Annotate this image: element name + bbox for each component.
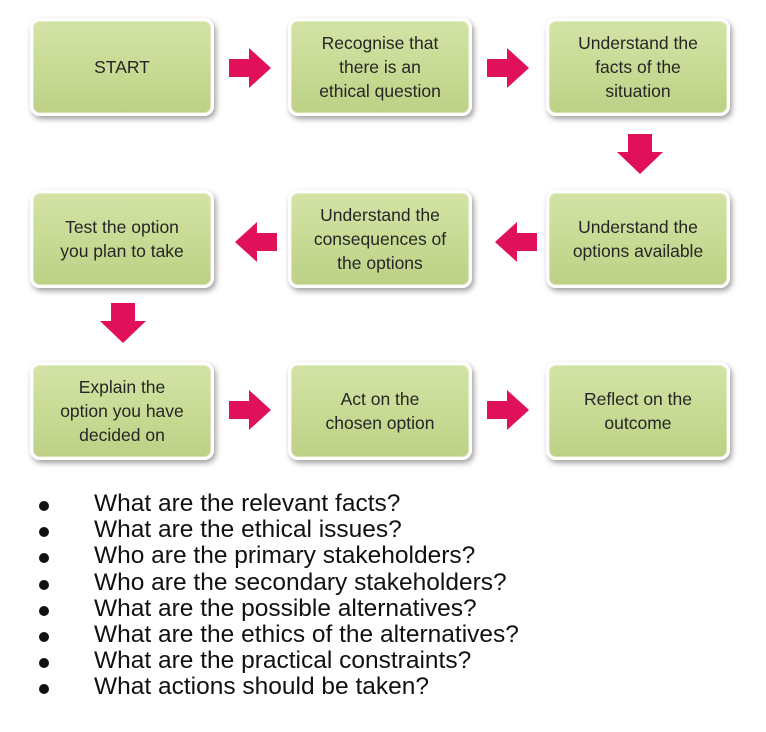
arrow-down-icon bbox=[100, 303, 146, 343]
bullet-icon bbox=[39, 579, 49, 590]
list-item: What actions should be taken? bbox=[22, 674, 742, 700]
step-explain: Explain the option you have decided on bbox=[30, 362, 214, 460]
question-text: Who are the secondary stakeholders? bbox=[94, 568, 507, 596]
step-label: Test the option you plan to take bbox=[60, 217, 184, 261]
step-test: Test the option you plan to take bbox=[30, 190, 214, 288]
bullet-icon bbox=[39, 632, 49, 643]
step-label: Recognise that there is an ethical quest… bbox=[319, 33, 441, 101]
step-label: START bbox=[94, 57, 150, 77]
question-text: What are the possible alternatives? bbox=[94, 594, 477, 622]
question-text: What are the practical constraints? bbox=[94, 647, 472, 675]
question-text: What are the ethical issues? bbox=[94, 516, 402, 544]
arrow-right-icon bbox=[229, 390, 271, 430]
step-act: Act on the chosen option bbox=[288, 362, 472, 460]
list-item: What are the ethical issues? bbox=[22, 517, 742, 543]
question-text: What are the relevant facts? bbox=[94, 490, 401, 517]
bullet-icon bbox=[39, 553, 49, 564]
step-label: Reflect on the outcome bbox=[584, 389, 692, 433]
question-text: What are the ethics of the alternatives? bbox=[94, 621, 519, 649]
step-facts: Understand the facts of the situation bbox=[546, 18, 730, 116]
arrow-right-icon bbox=[487, 48, 529, 88]
list-item: What are the ethics of the alternatives? bbox=[22, 621, 742, 649]
list-item: Who are the primary stakeholders? bbox=[22, 543, 742, 569]
arrow-right-icon bbox=[487, 390, 529, 430]
arrow-down-icon bbox=[617, 134, 663, 174]
arrow-left-icon bbox=[235, 222, 277, 262]
step-label: Understand the facts of the situation bbox=[578, 33, 698, 101]
step-label: Explain the option you have decided on bbox=[60, 377, 184, 445]
question-text: What actions should be taken? bbox=[94, 673, 430, 701]
arrow-left-icon bbox=[495, 222, 537, 262]
bullet-icon bbox=[39, 527, 49, 538]
list-item: Who are the secondary stakeholders? bbox=[22, 568, 742, 596]
flowchart: START Recognise that there is an ethical… bbox=[30, 18, 730, 460]
step-consequences: Understand the consequences of the optio… bbox=[288, 190, 472, 288]
arrow-right-icon bbox=[229, 48, 271, 88]
step-options: Understand the options available bbox=[546, 190, 730, 288]
question-text: Who are the primary stakeholders? bbox=[94, 542, 476, 570]
list-item: What are the relevant facts? bbox=[22, 490, 742, 517]
step-recognise: Recognise that there is an ethical quest… bbox=[288, 18, 472, 116]
step-start: START bbox=[30, 18, 214, 116]
questions-list: What are the relevant facts? What are th… bbox=[22, 490, 742, 701]
list-item: What are the possible alternatives? bbox=[22, 594, 742, 622]
list-item: What are the practical constraints? bbox=[22, 648, 742, 674]
step-label: Understand the options available bbox=[572, 217, 704, 261]
bullet-icon bbox=[39, 658, 49, 669]
bullet-icon bbox=[39, 501, 49, 511]
step-reflect: Reflect on the outcome bbox=[546, 362, 730, 460]
bullet-icon bbox=[39, 605, 49, 616]
bullet-icon bbox=[39, 684, 49, 695]
step-label: Act on the chosen option bbox=[325, 389, 435, 433]
step-label: Understand the consequences of the optio… bbox=[313, 205, 447, 273]
